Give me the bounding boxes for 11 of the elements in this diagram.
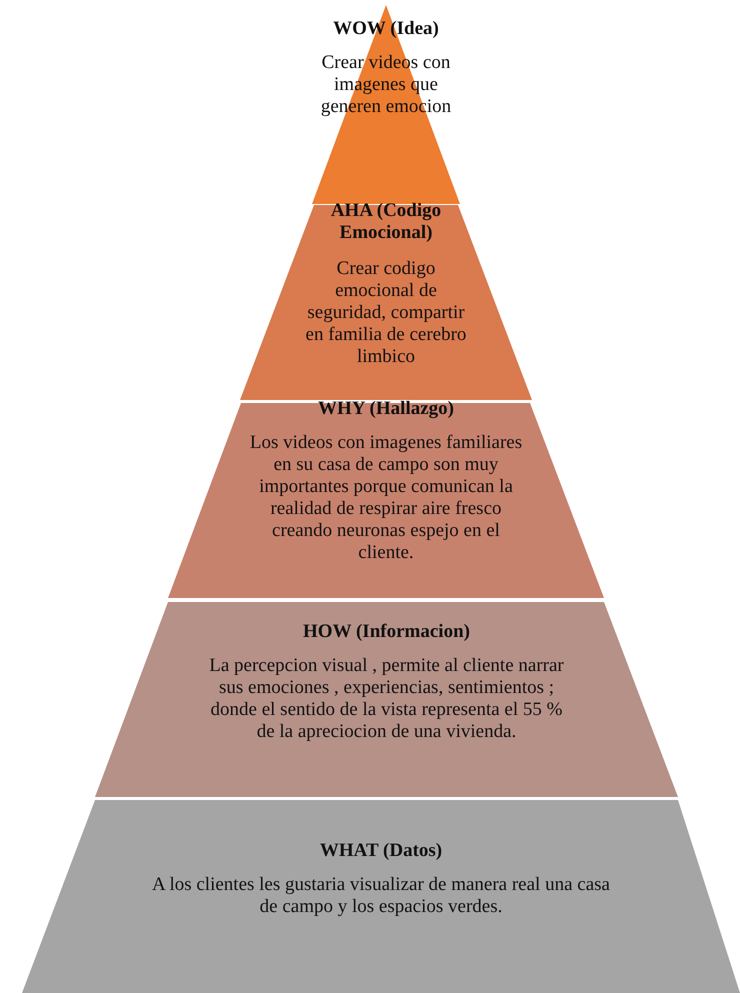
- tier-heading: HOW (Informacion): [302, 621, 471, 643]
- tier-text: La percepcion visual , permite al cliente narrar sus emociones , experiencias, sentimientos ; donde el sentido de la vista representa el 55 % de la apreciocion de una vivienda.: [208, 655, 565, 743]
- tier-heading: WHY (Hallazgo): [317, 398, 455, 420]
- tier-heading: AHA (Codigo Emocional): [330, 200, 442, 244]
- tier-text: A los clientes les gustaria visualizar de manera real una casa de campo y los espacios verdes.: [151, 874, 611, 918]
- tier-text: Crear codigo emocional de seguridad, compartir en familia de cerebro limbico: [304, 258, 468, 368]
- pyramid-tier: [22, 800, 740, 993]
- tier-text: Los videos con imagenes familiares en su casa de campo son muy importantes porque comunican la realidad de respirar aire fresco creando neuronas espejo en el cliente.: [248, 432, 524, 564]
- pyramid-tier: [312, 5, 460, 204]
- pyramid-tier: [95, 602, 678, 797]
- tier-heading: WHAT (Datos): [318, 840, 444, 862]
